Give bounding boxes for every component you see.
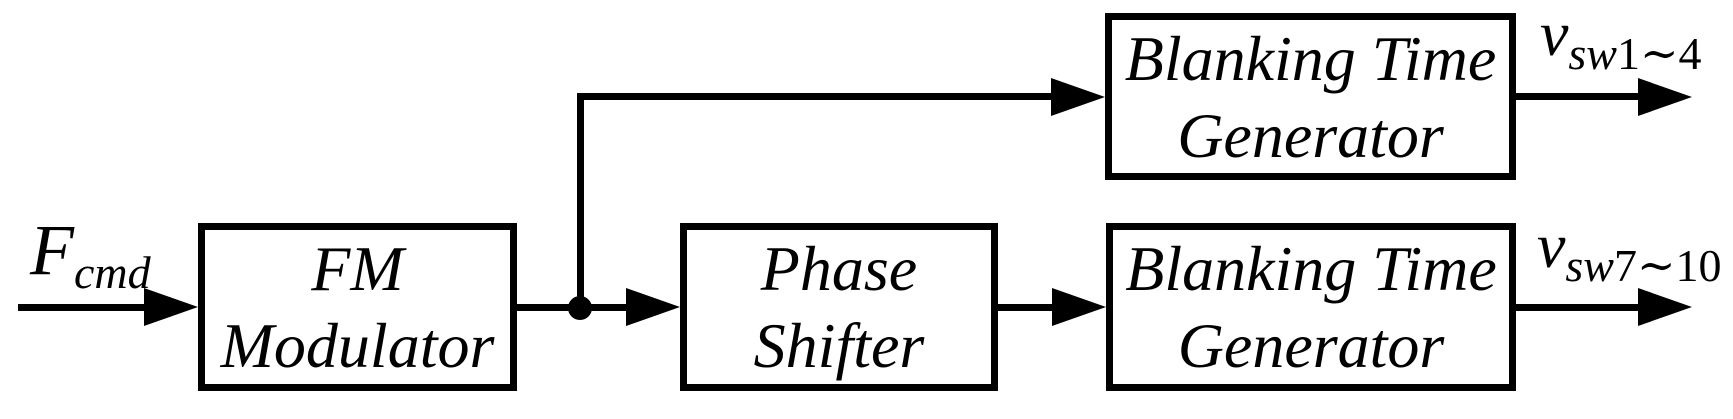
input-signal-subscript: cmd [73,247,151,298]
block-label-line: FM [311,233,404,304]
branch-arrowhead-icon [1051,78,1105,116]
bottom-output-arrowhead-icon [1638,288,1692,326]
branch-vertical-line [577,93,584,311]
input-signal-label: Fcmd [30,214,151,296]
top-output-arrowhead-icon [1638,78,1692,116]
block-blanking-time-generator-top: Blanking Time Generator [1105,13,1516,180]
fm-to-phase-arrowhead-icon [626,288,680,326]
output-signal-label-bottom: vsw7∼10 [1537,214,1722,289]
block-label-line: Generator [1177,99,1444,171]
phase-to-blanking-line [998,304,1058,311]
block-label-line: Modulator [220,310,495,381]
block-label-line: Blanking Time [1124,22,1497,94]
branch-top-line [577,93,1055,100]
output-bottom-base: v [1537,210,1566,281]
input-arrowhead-icon [144,288,198,326]
phase-to-blanking-arrowhead-icon [1052,288,1106,326]
block-label-line: Blanking Time [1125,233,1497,304]
output-signal-label-top: vsw1∼4 [1540,2,1702,77]
bottom-output-line [1509,304,1644,311]
input-arrow-line [18,304,148,311]
output-bottom-subscript: sw [1565,240,1614,291]
block-phase-shifter: Phase Shifter [680,223,998,391]
input-signal-base: F [30,210,74,290]
top-output-line [1509,93,1644,100]
block-blanking-time-generator-bottom: Blanking Time Generator [1106,223,1516,391]
output-bottom-range: 7∼10 [1614,240,1722,291]
output-top-base: v [1540,0,1569,69]
output-top-range: 1∼4 [1617,28,1702,79]
block-fm-modulator: FM Modulator [198,223,517,391]
block-label-line: Phase [760,233,918,304]
block-label-line: Shifter [753,310,925,381]
block-label-line: Generator [1177,310,1445,381]
output-top-subscript: sw [1568,28,1617,79]
